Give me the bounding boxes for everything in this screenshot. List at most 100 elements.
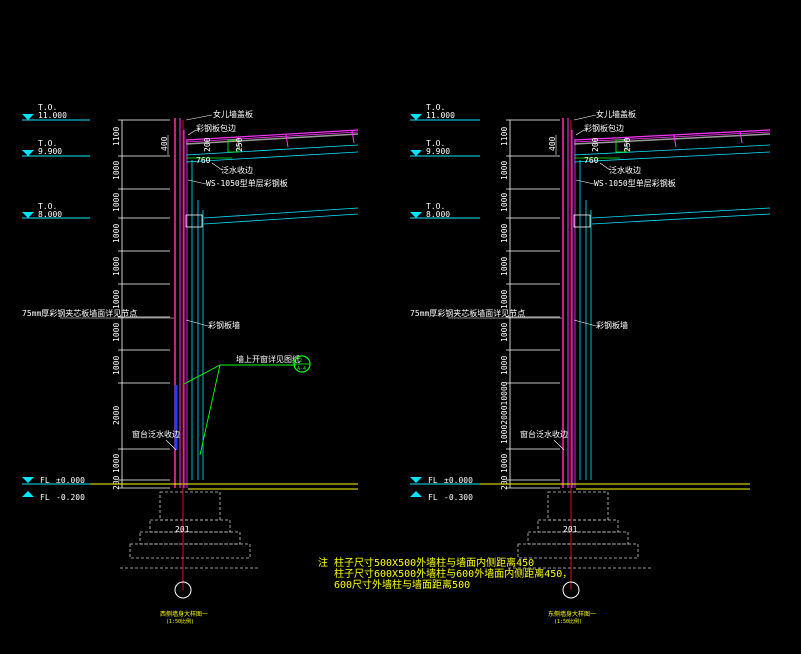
level-triangle-icon: [410, 212, 422, 218]
dim-text: 1000: [112, 224, 121, 243]
level-value: 11.000: [38, 111, 67, 120]
top-dims: 400 200 250 760: [548, 135, 632, 165]
axis-label: 201: [563, 525, 578, 534]
ground-level-marker: FL -0.300: [410, 491, 473, 502]
roof-panel: [185, 129, 359, 225]
wall-column: [562, 118, 592, 488]
note-prefix: 注: [318, 556, 328, 569]
dim-text: 1000: [500, 193, 509, 212]
dim-text: 760: [196, 156, 211, 165]
wall-section-right: T.O. 11.000 T.O. 9.900 T.O. 8.000 FL ±0.…: [410, 103, 771, 625]
dim-text: 400: [160, 136, 169, 151]
general-note: 注 柱子尺寸500X500外墙柱与墙面内侧距离450 柱子尺寸600X500外墙…: [318, 556, 572, 591]
dimension-chain: [506, 119, 560, 489]
top-dims: 400 200 250 760: [160, 135, 244, 165]
dim-text: 1000: [500, 290, 509, 309]
wall-note: 75mm厚彩钢夹芯板墙面详见节点: [410, 308, 525, 318]
level-marker-9900: T.O. 9.900: [22, 139, 90, 157]
callout-text: 彩钢板包边: [196, 123, 236, 133]
floor-level-marker: FL ±0.000: [22, 476, 90, 485]
dim-text: 1000: [500, 323, 509, 342]
dim-text: 1100: [500, 127, 509, 146]
dim-text: 1000: [112, 193, 121, 212]
section-title: 西侧墙身大样图一: [160, 610, 208, 618]
detail-reference-bubble: 2 A-4: [293, 355, 311, 373]
dim-text: 1100: [112, 127, 121, 146]
level-tag: T.O.: [426, 103, 445, 112]
level-triangle-icon: [410, 114, 422, 120]
wall-note: 75mm厚彩钢夹芯板墙面详见节点: [22, 308, 137, 318]
dim-text: 1000: [500, 161, 509, 180]
callout-text: 彩钢板墙: [596, 320, 628, 330]
ground-value: -0.200: [56, 493, 85, 502]
callouts: 女儿墙盖板 彩钢板包边 泛水收边 WS-1050型单层彩钢板 彩钢板墙 窗台泛水…: [520, 109, 676, 451]
floor-value: ±0.000: [56, 476, 85, 485]
dim-text: 1000: [500, 257, 509, 276]
section-title: 东侧墙身大样图一: [548, 610, 596, 618]
foundation: [120, 491, 260, 569]
section-scale: (1:50比例): [554, 618, 582, 625]
roof-panel: [573, 129, 771, 225]
dim-text: 1000: [500, 454, 509, 473]
level-tag: T.O.: [38, 202, 57, 211]
wall-section-left: T.O. 11.000 T.O. 9.900 T.O. 8.000 FL ±0.…: [22, 103, 359, 625]
ground-level-marker: FL -0.200: [22, 491, 85, 502]
axis-bubble: [174, 581, 192, 599]
dim-text: 1000: [112, 257, 121, 276]
floor-label: FL: [428, 476, 438, 485]
dim-text: 2000: [112, 406, 121, 425]
axis-label: 201: [175, 525, 190, 534]
floor-label: FL: [40, 476, 50, 485]
floor-value: ±0.000: [444, 476, 473, 485]
dim-text: 1000: [500, 224, 509, 243]
dim-text: 200: [591, 137, 600, 152]
callout-text: WS-1050型单层彩钢板: [206, 178, 288, 188]
dim-text: 200: [203, 137, 212, 152]
callout-text: 窗台泛水收边: [520, 429, 568, 439]
note-line: 600尺寸外墙柱与墙面距离500: [334, 578, 470, 591]
ground-line: [480, 483, 750, 490]
level-triangle-icon: [410, 491, 422, 497]
detail-ref-sheet: A-4: [297, 366, 306, 372]
floor-level-marker: FL ±0.000: [410, 476, 480, 485]
level-triangle-icon: [22, 477, 34, 483]
ground-value: -0.300: [444, 493, 473, 502]
callout-text: 泛水收边: [609, 165, 641, 175]
dim-text: 1000: [112, 356, 121, 375]
level-value: 8.000: [426, 210, 450, 219]
callout-text: 泛水收边: [221, 165, 253, 175]
level-tag: T.O.: [38, 103, 57, 112]
dim-text: 1000: [112, 290, 121, 309]
level-triangle-icon: [22, 114, 34, 120]
level-value: 9.900: [38, 147, 62, 156]
section-scale: (1:50比例): [166, 618, 194, 625]
dim-text: 1000: [500, 356, 509, 375]
level-marker-11000: T.O. 11.000: [22, 103, 90, 121]
callout-text: 女儿墙盖板: [596, 109, 636, 119]
dim-text: 1000: [112, 323, 121, 342]
detail-ref-number: 2: [299, 358, 302, 364]
level-value: 9.900: [426, 147, 450, 156]
level-triangle-icon: [410, 150, 422, 156]
dim-text: 200: [500, 475, 509, 490]
callout-text: 彩钢板包边: [584, 123, 624, 133]
dim-text: 250: [235, 137, 244, 152]
callout-text: 墙上开窗详见图纸: [236, 354, 300, 364]
level-triangle-icon: [22, 491, 34, 497]
dim-text: 1000: [112, 161, 121, 180]
wall-column: [174, 118, 204, 488]
callout-text: WS-1050型单层彩钢板: [594, 178, 676, 188]
callout-text: 窗台泛水收边: [132, 429, 180, 439]
level-triangle-icon: [22, 212, 34, 218]
level-triangle-icon: [22, 150, 34, 156]
level-triangle-icon: [410, 477, 422, 483]
level-tag: T.O.: [426, 202, 445, 211]
level-value: 8.000: [38, 210, 62, 219]
level-marker-9900: T.O. 9.900: [410, 139, 480, 157]
dim-text: 250: [623, 137, 632, 152]
level-marker-8000: T.O. 8.000: [410, 202, 480, 219]
ground-label: FL: [428, 493, 438, 502]
note-line: 柱子尺寸600X500外墙柱与600外墙面内侧距离450，: [334, 567, 572, 580]
axis-bubble: [562, 581, 580, 599]
